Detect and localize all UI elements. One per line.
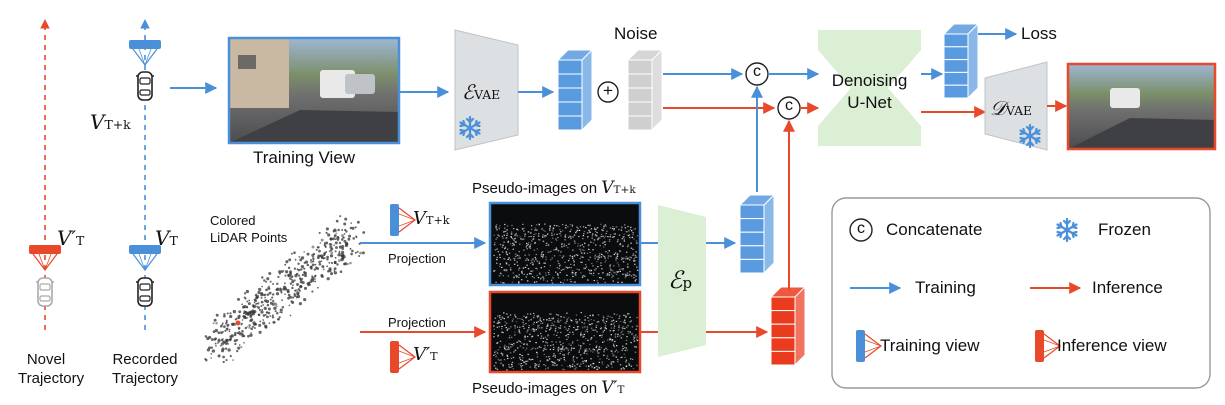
plus-symbol: + — [603, 81, 613, 100]
recorded-car-icon — [135, 277, 155, 307]
pseudo-encoder — [658, 205, 706, 357]
projection-label-inference: Projection — [388, 315, 446, 330]
pseudo-encoder-label: ℰp — [668, 266, 693, 294]
denoising-unet — [818, 30, 921, 146]
legend-concatenate: Concatenate — [886, 220, 983, 239]
novel-trajectory — [28, 19, 62, 330]
recorded-future-car-icon — [135, 71, 155, 101]
legend-concat-symbol: c — [857, 220, 865, 237]
projection-label-training: Projection — [388, 251, 446, 266]
noise-block — [626, 48, 664, 132]
legend-training-view: Training view — [880, 336, 980, 355]
novel-car-icon — [35, 277, 55, 307]
legend-box — [831, 197, 1211, 389]
add-noise-circle — [597, 81, 619, 103]
pseudo-image-inference — [488, 290, 642, 374]
pseudo-latent-training — [738, 193, 776, 275]
training-view-label: Training View — [253, 148, 356, 167]
recorded-future-pose-label: VT+k — [90, 110, 131, 134]
loss-label: Loss — [1021, 24, 1057, 43]
recorded-trajectory — [128, 19, 162, 330]
pseudo-latent-inference — [769, 285, 807, 367]
legend-training: Training — [915, 278, 976, 297]
vae-encoder — [454, 29, 519, 151]
inference-pose-label: V′T — [413, 344, 438, 365]
legend-concat-icon — [849, 218, 873, 242]
output-image — [1066, 62, 1217, 151]
concat-symbol-training: c — [753, 63, 761, 80]
pseudo-images-inference-label: Pseudo-images on V′T — [472, 378, 625, 398]
output-latent-block — [942, 22, 980, 100]
lidar-point-cloud — [204, 215, 366, 364]
recorded-pose-label: VT — [155, 226, 178, 250]
vae-decoder-label: 𝒟VAE — [990, 96, 1033, 120]
legend-frozen: Frozen — [1098, 220, 1151, 239]
concat-symbol-inference: c — [785, 97, 793, 114]
training-view-image — [227, 36, 401, 145]
pseudo-images-training-label: Pseudo-images on VT+k — [472, 178, 636, 198]
novel-pose-label: V′T — [57, 226, 85, 250]
vae-decoder — [984, 61, 1048, 151]
training-pose-label: VT+k — [413, 208, 450, 229]
legend-inference: Inference — [1092, 278, 1163, 297]
latent-image-block — [556, 48, 594, 132]
recorded-future-camera-icon — [128, 39, 162, 66]
noise-label: Noise — [614, 24, 658, 43]
training-pose-camera-icon — [389, 203, 416, 237]
latent-blocks — [556, 22, 980, 367]
legend-inference-view: Inference view — [1057, 336, 1167, 355]
vae-encoder-label: ℰVAE — [462, 80, 501, 104]
pseudo-image-training — [488, 201, 642, 287]
inference-pose-camera-icon — [389, 340, 416, 374]
